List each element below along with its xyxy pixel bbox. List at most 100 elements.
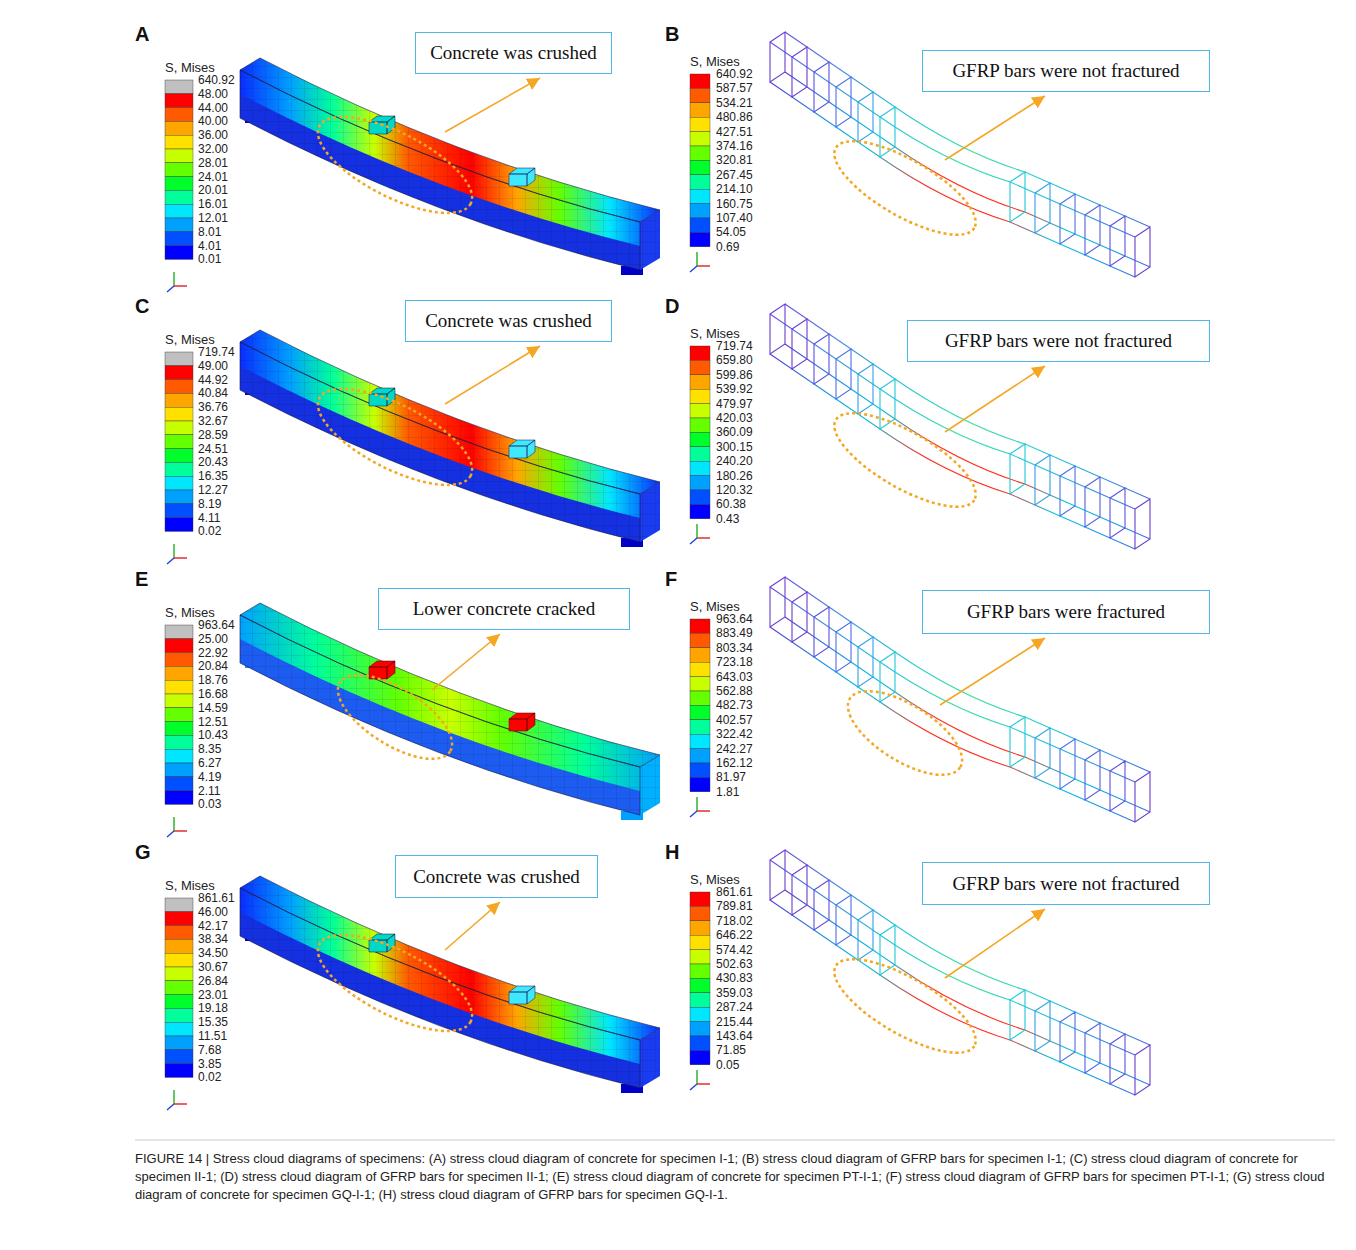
scale-value: 14.59 <box>198 701 228 715</box>
scale-value: 81.97 <box>716 770 746 784</box>
callout-box: GFRP bars were fractured <box>922 590 1210 634</box>
scale-value: 12.01 <box>198 211 228 225</box>
scale-value: 719.74 <box>198 345 235 359</box>
scale-value: 1.81 <box>716 785 739 799</box>
scale-value: 30.67 <box>198 960 228 974</box>
scale-value: 8.19 <box>198 497 221 511</box>
scale-value: 287.24 <box>716 1000 753 1014</box>
scale-value: 19.18 <box>198 1001 228 1015</box>
scale-value: 0.01 <box>198 252 221 266</box>
scale-value: 48.00 <box>198 87 228 101</box>
callout-text: GFRP bars were not fractured <box>952 873 1179 895</box>
scale-value: 427.51 <box>716 125 753 139</box>
concrete-beam <box>240 876 660 1093</box>
scale-value: 402.57 <box>716 713 753 727</box>
scale-value: 502.63 <box>716 957 753 971</box>
color-scale <box>165 74 710 1077</box>
panel-letter: D <box>665 294 679 318</box>
highlight-ellipse <box>305 98 989 1070</box>
scale-value: 20.43 <box>198 455 228 469</box>
panel-letter: C <box>135 294 149 318</box>
scale-value: 0.43 <box>716 512 739 526</box>
panel-letter: G <box>135 840 151 864</box>
scale-value: 883.49 <box>716 626 753 640</box>
scale-value: 300.15 <box>716 440 753 454</box>
scale-value: 587.57 <box>716 81 753 95</box>
scale-value: 267.45 <box>716 168 753 182</box>
scale-value: 562.88 <box>716 684 753 698</box>
scale-value: 160.75 <box>716 197 753 211</box>
scale-value: 861.61 <box>716 885 753 899</box>
scale-value: 24.51 <box>198 442 228 456</box>
callout-text: Lower concrete cracked <box>413 598 596 620</box>
callout-text: GFRP bars were not fractured <box>952 60 1179 82</box>
scale-value: 107.40 <box>716 211 753 225</box>
scale-value: 0.02 <box>198 1070 221 1084</box>
scale-value: 723.18 <box>716 655 753 669</box>
scale-value: 599.86 <box>716 368 753 382</box>
scale-value: 23.01 <box>198 988 228 1002</box>
scale-value: 40.00 <box>198 114 228 128</box>
scale-value: 4.11 <box>198 511 220 525</box>
scale-value: 36.76 <box>198 400 228 414</box>
scale-value: 18.76 <box>198 673 228 687</box>
scale-value: 359.03 <box>716 986 753 1000</box>
scale-value: 789.81 <box>716 899 753 913</box>
scale-value: 49.00 <box>198 359 228 373</box>
scale-value: 20.84 <box>198 659 228 673</box>
scale-value: 420.03 <box>716 411 753 425</box>
scale-value: 32.00 <box>198 142 228 156</box>
scale-value: 10.43 <box>198 728 228 742</box>
callout-box: GFRP bars were not fractured <box>922 862 1210 905</box>
scale-value: 8.01 <box>198 225 221 239</box>
leader-arrow <box>432 78 1045 978</box>
scale-value: 26.84 <box>198 974 228 988</box>
figure-caption: FIGURE 14 | Stress cloud diagrams of spe… <box>135 1150 1335 1204</box>
caption-rule <box>135 1140 1335 1141</box>
scale-value: 0.05 <box>716 1058 739 1072</box>
callout-text: GFRP bars were fractured <box>967 601 1165 623</box>
scale-value: 640.92 <box>716 67 753 81</box>
scale-value: 3.85 <box>198 1057 221 1071</box>
scale-value: 718.02 <box>716 914 753 928</box>
scale-value: 180.26 <box>716 469 753 483</box>
concrete-beam <box>240 603 660 820</box>
callout-text: Concrete was crushed <box>430 42 597 64</box>
callout-box: Concrete was crushed <box>395 855 598 898</box>
scale-value: 12.27 <box>198 483 228 497</box>
scale-value: 643.03 <box>716 670 753 684</box>
scale-value: 640.92 <box>198 73 235 87</box>
scale-value: 963.64 <box>716 612 753 626</box>
scale-value: 15.35 <box>198 1015 228 1029</box>
scale-value: 44.92 <box>198 373 228 387</box>
scale-value: 214.10 <box>716 182 753 196</box>
scale-value: 646.22 <box>716 928 753 942</box>
scale-value: 28.59 <box>198 428 228 442</box>
scale-value: 7.68 <box>198 1043 221 1057</box>
scale-value: 16.68 <box>198 687 228 701</box>
callout-box: GFRP bars were not fractured <box>907 320 1210 362</box>
scale-value: 162.12 <box>716 756 753 770</box>
scale-value: 4.01 <box>198 239 221 253</box>
scale-value: 38.34 <box>198 932 228 946</box>
scale-value: 4.19 <box>198 770 221 784</box>
scale-value: 60.38 <box>716 497 746 511</box>
scale-value: 6.27 <box>198 756 221 770</box>
scale-value: 34.50 <box>198 946 228 960</box>
scale-value: 482.73 <box>716 698 753 712</box>
panel-letter: F <box>665 567 677 591</box>
callout-text: Concrete was crushed <box>425 310 592 332</box>
callout-box: GFRP bars were not fractured <box>922 50 1210 92</box>
scale-value: 71.85 <box>716 1043 746 1057</box>
scale-value: 2.11 <box>198 784 220 798</box>
scale-value: 215.44 <box>716 1015 753 1029</box>
callout-box: Lower concrete cracked <box>378 588 630 630</box>
scale-value: 322.42 <box>716 727 753 741</box>
scale-value: 42.17 <box>198 919 228 933</box>
scale-value: 539.92 <box>716 382 753 396</box>
callout-text: Concrete was crushed <box>413 866 580 888</box>
scale-value: 0.02 <box>198 524 221 538</box>
scale-value: 0.03 <box>198 797 221 811</box>
scale-value: 16.35 <box>198 469 228 483</box>
